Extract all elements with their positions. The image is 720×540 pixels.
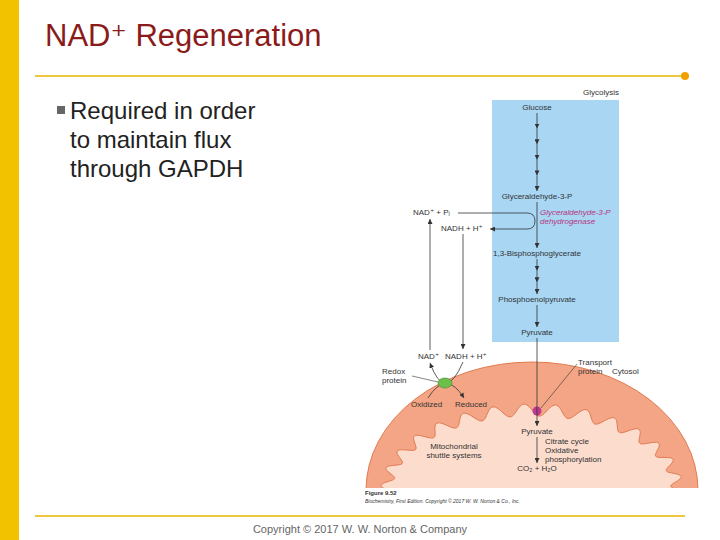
metabolite: Pyruvate <box>517 328 557 337</box>
footer-text: Copyright © 2017 W. W. Norton & Company <box>200 523 520 536</box>
cofactor-label: NADH + H⁺ <box>441 224 483 233</box>
region-label: Cytosol <box>612 367 639 376</box>
edge-label: Citrate cycle Oxidative phosphorylation <box>545 437 607 464</box>
mitochondrion: Mitochondrial shuttle systems PyruvateCO₂… <box>365 356 700 488</box>
metabolite: CO₂ + H₂O <box>510 464 564 473</box>
leader-line <box>541 364 577 408</box>
metabolite: Glyceraldehyde-3-P <box>494 192 580 201</box>
part-label: Transport protein <box>578 358 618 376</box>
metabolite: Phosphoenolpyruvate <box>495 295 579 304</box>
inner-membrane <box>381 404 683 488</box>
outer-membrane <box>366 362 698 488</box>
slide-title: NAD⁺ Regeneration <box>45 18 322 54</box>
cofactor-label: NADH + H⁺ <box>445 352 487 361</box>
metabolite-name: CO₂ + H₂O <box>510 464 564 473</box>
cofactor-arrow <box>458 213 535 229</box>
part-label: Redox protein <box>382 367 414 385</box>
cofactor-label: NAD⁺ <box>418 352 439 361</box>
metabolite-name: 1,3-Bisphosphoglycerate <box>489 249 585 258</box>
redox-arrow <box>428 384 464 399</box>
enzyme-label: Glyceraldehyde-3-P dehydrogenase <box>540 208 622 226</box>
transport-protein-symbol <box>533 407 542 416</box>
reaction-arrow <box>537 305 538 327</box>
cofactor-label: NAD⁺ + Pᵢ <box>413 208 450 217</box>
metabolite: 1,3-Bisphosphoglycerate <box>489 249 585 258</box>
title-rule <box>35 75 685 77</box>
metabolite-name: Glucose <box>507 103 567 112</box>
reaction-arrow <box>537 202 538 248</box>
pathway-band: GlycolysisGlucoseGlyceraldehyde-3-P1,3-B… <box>492 100 619 342</box>
reaction-arrow <box>537 259 538 294</box>
state-label: Oxidized <box>411 400 442 409</box>
metabolite-name: Pyruvate <box>517 328 557 337</box>
metabolite: Pyruvate <box>517 427 557 436</box>
redox-protein-symbol <box>438 378 452 388</box>
metabolite-name: Glyceraldehyde-3-P <box>494 192 580 201</box>
metabolite: Glucose <box>507 103 567 112</box>
footer-rule <box>35 515 685 517</box>
rule-dot <box>681 72 689 80</box>
figure-number: Figure 9.52 <box>365 490 397 497</box>
region-label: Mitochondrial shuttle systems <box>423 442 485 460</box>
side-bar <box>0 0 19 540</box>
reaction-arrow <box>537 113 538 191</box>
figure-credit: Biochemistry, First Edition. Copyright ©… <box>365 498 520 504</box>
bullet-text: Required in order to maintain flux throu… <box>70 96 270 183</box>
reaction-arrow <box>537 338 538 426</box>
cofactor-arrow <box>463 234 464 349</box>
state-label: Reduced <box>455 400 487 409</box>
leader-line <box>412 376 438 382</box>
cofactor-arrow <box>430 219 431 350</box>
reaction-arrow <box>537 437 538 463</box>
redox-arrow <box>430 362 463 383</box>
bullet-square <box>57 106 65 114</box>
connector-layer <box>537 113 538 463</box>
metabolite-name: Pyruvate <box>517 427 557 436</box>
band-heading: Glycolysis <box>583 88 619 97</box>
metabolite-name: Phosphoenolpyruvate <box>495 295 579 304</box>
